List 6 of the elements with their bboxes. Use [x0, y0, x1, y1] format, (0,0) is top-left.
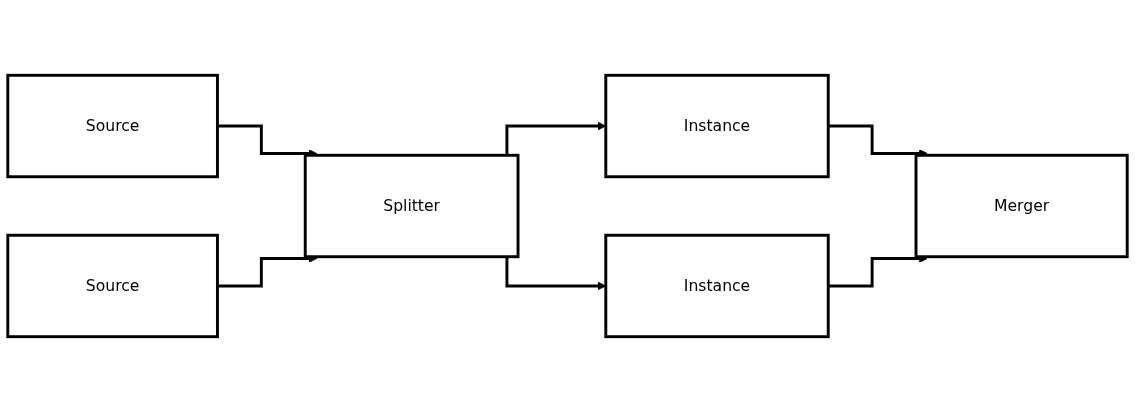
node-box: Merger [914, 153, 1129, 259]
node-box: Instance [604, 73, 830, 179]
node-box: Instance [604, 233, 830, 339]
node-box: Source [6, 233, 219, 339]
node-box: Splitter [303, 153, 520, 259]
node-box: Source [6, 73, 219, 179]
